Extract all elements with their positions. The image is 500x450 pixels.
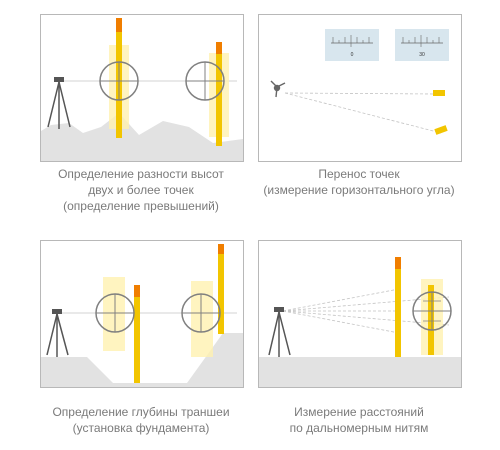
- point-transfer-illustration: 0 30: [270, 29, 449, 135]
- sight-line-2: [284, 92, 442, 134]
- trench-depth-illustration: [41, 244, 243, 387]
- caption-line: Определение разности высот: [58, 167, 224, 181]
- panel-height-difference: [40, 14, 244, 162]
- terrain-with-trench: [41, 333, 243, 387]
- panel-point-transfer: 0 30: [258, 14, 462, 162]
- dial-0: 0: [325, 29, 379, 61]
- instrument-top-view: [270, 80, 286, 98]
- sight-line-1: [284, 92, 438, 95]
- panel-distance-measurement: [258, 240, 462, 388]
- terrain: [41, 113, 243, 161]
- caption-point-transfer: Перенос точек (измерение горизонтального…: [239, 166, 479, 198]
- caption-height-difference: Определение разности высот двух и более …: [21, 166, 261, 214]
- target-staff-2: [434, 125, 448, 135]
- caption-line: Определение глубины траншеи: [52, 405, 230, 419]
- caption-line: Измерение расстояний: [294, 405, 424, 419]
- staff-left: [103, 277, 140, 383]
- scope-left: [95, 293, 135, 333]
- caption-line: (установка фундамента): [72, 421, 210, 435]
- scope-right: [181, 293, 221, 333]
- target-staff-1: [433, 90, 445, 96]
- dial-30: 30: [395, 29, 449, 61]
- panel-trench-depth: [40, 240, 244, 388]
- level-tripod: [268, 307, 291, 357]
- level-tripod: [47, 77, 71, 129]
- caption-trench-depth: Определение глубины траншеи (установка ф…: [21, 404, 261, 436]
- scope-right: [185, 61, 225, 101]
- ground: [259, 357, 461, 387]
- caption-line: по дальномерным нитям: [289, 421, 429, 435]
- stadia-lines: [282, 288, 450, 334]
- caption-line: (определение превышений): [63, 199, 219, 213]
- caption-line: Перенос точек: [318, 167, 400, 181]
- height-difference-illustration: [41, 18, 243, 161]
- distance-measurement-illustration: [259, 257, 461, 387]
- caption-line: двух и более точек: [88, 183, 194, 197]
- scope-left: [99, 61, 139, 101]
- staff-right: [191, 244, 224, 357]
- dial-label: 30: [419, 52, 425, 58]
- level-tripod: [46, 309, 69, 357]
- caption-line: (измерение горизонтального угла): [263, 183, 455, 197]
- caption-distance-measurement: Измерение расстояний по дальномерным нит…: [239, 404, 479, 436]
- staff-near: [395, 257, 401, 357]
- scope-view: [412, 291, 452, 331]
- dial-label: 0: [351, 52, 354, 58]
